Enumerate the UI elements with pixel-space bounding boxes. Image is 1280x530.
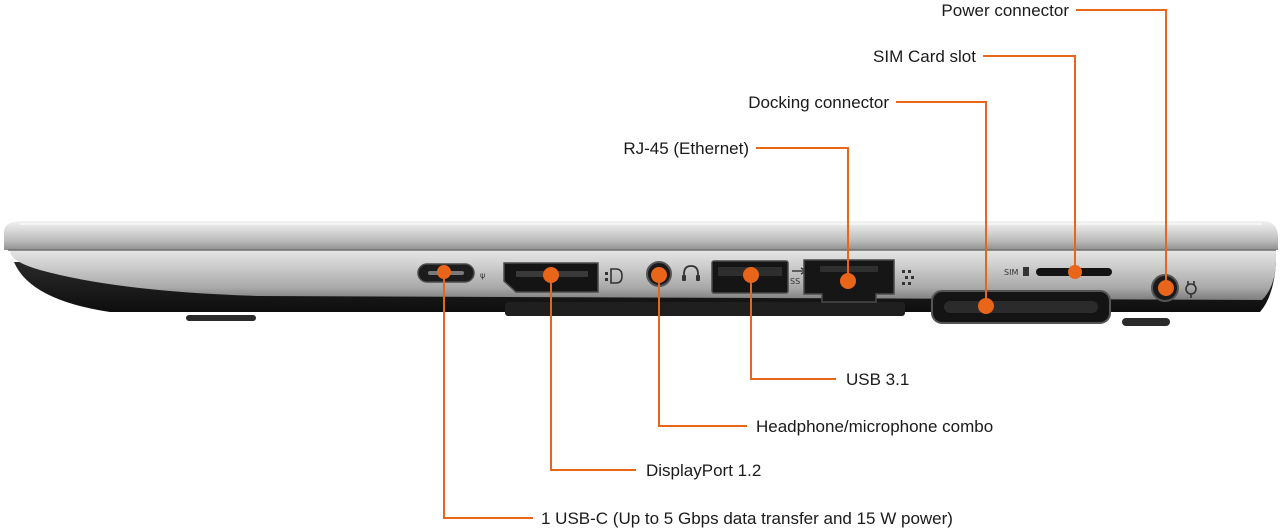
usb-icon: ψ [480, 271, 485, 280]
dot-rj45 [840, 273, 856, 289]
dot-dp [543, 267, 559, 283]
sim-marking: SIM [1004, 268, 1018, 277]
dot-sim [1068, 265, 1082, 279]
displayport-icon [605, 268, 623, 284]
label-docking-connector: Docking connector [748, 93, 889, 112]
leader-usbc [443, 272, 533, 519]
label-displayport: DisplayPort 1.2 [646, 461, 761, 480]
dot-audio [651, 267, 667, 283]
foot-left [186, 315, 256, 321]
network-icon [902, 270, 914, 285]
leader-dock [896, 101, 987, 306]
docking-connector-pins [944, 301, 1098, 313]
laptop-base [10, 250, 1276, 300]
label-rj45: RJ-45 (Ethernet) [623, 139, 749, 158]
laptop-body [4, 221, 1278, 326]
leader-lines [443, 9, 1167, 519]
leader-dp [550, 275, 636, 471]
port-recess [505, 302, 905, 316]
svg-text:SS: SS [790, 277, 800, 286]
leader-audio [658, 275, 747, 427]
power-plug-icon [1185, 281, 1197, 298]
sim-icon [1023, 267, 1029, 276]
label-usbc: 1 USB-C (Up to 5 Gbps data transfer and … [541, 509, 953, 528]
label-sim-card-slot: SIM Card slot [873, 47, 976, 66]
dot-usb31 [743, 267, 759, 283]
callout-dots [437, 265, 1174, 314]
leader-sim [983, 55, 1076, 272]
dot-usbc [437, 265, 451, 279]
headset-icon [682, 265, 700, 281]
laptop-lid [4, 221, 1278, 250]
label-usb31: USB 3.1 [846, 370, 909, 389]
dot-power [1158, 280, 1174, 296]
callout-labels: Power connector SIM Card slot Docking co… [541, 1, 1069, 528]
label-power-connector: Power connector [941, 1, 1069, 20]
leader-usb31 [750, 275, 836, 380]
foot-right [1122, 318, 1170, 326]
label-headphone-combo: Headphone/microphone combo [756, 417, 993, 436]
leader-rj45 [756, 147, 849, 281]
leader-power [1076, 9, 1167, 288]
dot-dock [978, 298, 994, 314]
